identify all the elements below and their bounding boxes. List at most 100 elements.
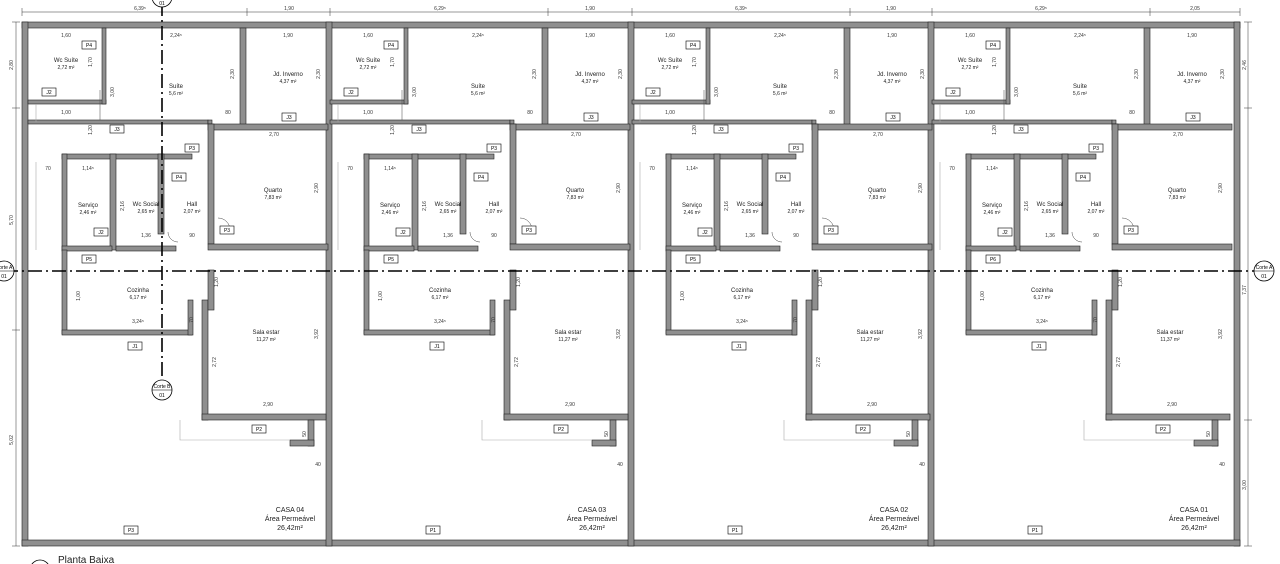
dim: 1,00 [980,291,986,301]
dim: 1,70 [992,57,998,67]
dim: 2,70 [269,132,279,138]
tag-p3: P3 [1093,146,1099,152]
dim: 90 [491,233,497,239]
dim: 2,70 [571,132,581,138]
tag-j1: J1 [736,344,742,350]
tag-gate-box [425,525,441,535]
room-quarto: Quarto [868,188,887,194]
top-dim-2: 1,90 [284,6,294,12]
tag-j3: J3 [1190,115,1196,121]
room-suite: Suíte [1073,84,1088,90]
dim: 50 [1206,431,1212,437]
wall [27,119,209,125]
dim: 1,36 [745,233,755,239]
wall [805,299,813,421]
dim: 50 [302,431,308,437]
room-quarto-area: 7,83 m² [869,195,886,201]
top-dim-1: 6,39⁵ [134,6,146,12]
tag-p2: P2 [860,427,866,433]
tag-j3-box [1013,124,1029,134]
wall [965,329,1097,336]
room-jardim: Jd. Inverno [1177,72,1207,78]
room-suite: Suíte [169,84,184,90]
dim: 2,30 [618,69,624,79]
tag-j2: J2 [650,90,656,96]
room-wc-suite-area: 2,72 m² [360,65,377,71]
section-b-top-marker [152,0,172,8]
dim: 1,20 [692,125,698,135]
dim: 1,20 [390,125,396,135]
wall [811,123,933,131]
room-hall-area: 2,07 m² [184,209,201,215]
dim: 2,90 [1167,402,1177,408]
dim: 2,70 [1173,132,1183,138]
room-wc-social: Wc Social [1037,202,1064,208]
dim: 1,00 [965,110,975,116]
dim: 1,90 [887,33,897,39]
room-cozinha: Cozinha [1031,288,1054,294]
wall [591,439,617,447]
dim: 1,90 [1187,33,1197,39]
dim: 2,16 [422,201,428,211]
dim: 1,60 [61,33,71,39]
tag-p5: P5 [690,257,696,263]
tag-gate: P3 [128,528,134,534]
dim: 2,90 [918,183,924,193]
section-a-left-label: Corte A [0,265,13,271]
dim: 2,24⁵ [472,33,484,39]
left-dim-2: 5,70 [9,215,15,225]
tag-j2-box [945,87,961,97]
section-b-bottom-label: Corte B [154,384,172,390]
dim: 70 [1093,317,1099,323]
tag-p5-box [985,254,1001,264]
dim: 3,00 [1014,87,1020,97]
tag-j1-box [429,341,445,351]
dim: 90 [189,233,195,239]
tag-j3-box [885,112,901,122]
wall [965,245,1017,252]
section-b-bottom-num: 01 [159,393,165,399]
wall [201,413,327,421]
room-wc-suite: Wc Suíte [54,58,79,64]
room-servico-area: 2,46 m² [684,210,701,216]
dim: 70 [793,317,799,323]
wall [503,299,511,421]
room-servico-area: 2,46 m² [382,210,399,216]
dim: 1,14⁵ [384,166,396,172]
room-sala: Sala estar [856,330,883,336]
tag-p2-box [251,424,267,434]
wall [713,153,721,251]
tag-j1: J1 [1036,344,1042,350]
room-jardim-area: 4,37 m² [582,79,599,85]
wall [805,413,931,421]
room-sala: Sala estar [554,330,581,336]
tag-p5: P5 [86,257,92,263]
wall [289,439,315,447]
wall [541,27,549,129]
left-dim-3: 5,02 [9,435,15,445]
room-wc-suite-area: 2,72 m² [58,65,75,71]
wall [509,119,515,125]
wall [411,153,419,251]
wall [665,153,797,160]
room-cozinha-area: 6,17 m² [432,295,449,301]
door-arc [771,231,783,243]
wall [811,269,819,311]
wall [965,249,972,335]
wall [811,123,819,245]
tag-j3-box [1185,112,1201,122]
tag-p5-box [383,254,399,264]
room-hall: Hall [791,202,801,208]
tag-p3-box [219,225,235,235]
wall [665,245,717,252]
room-quarto: Quarto [1168,188,1187,194]
room-cozinha-area: 6,17 m² [734,295,751,301]
tag-j2: J2 [98,230,104,236]
tag-p4: P4 [780,175,786,181]
dim: 1,90 [283,33,293,39]
tag-j1: J1 [132,344,138,350]
dim: 80 [1129,110,1135,116]
tag-j2-box [41,87,57,97]
tag-j2: J2 [46,90,52,96]
